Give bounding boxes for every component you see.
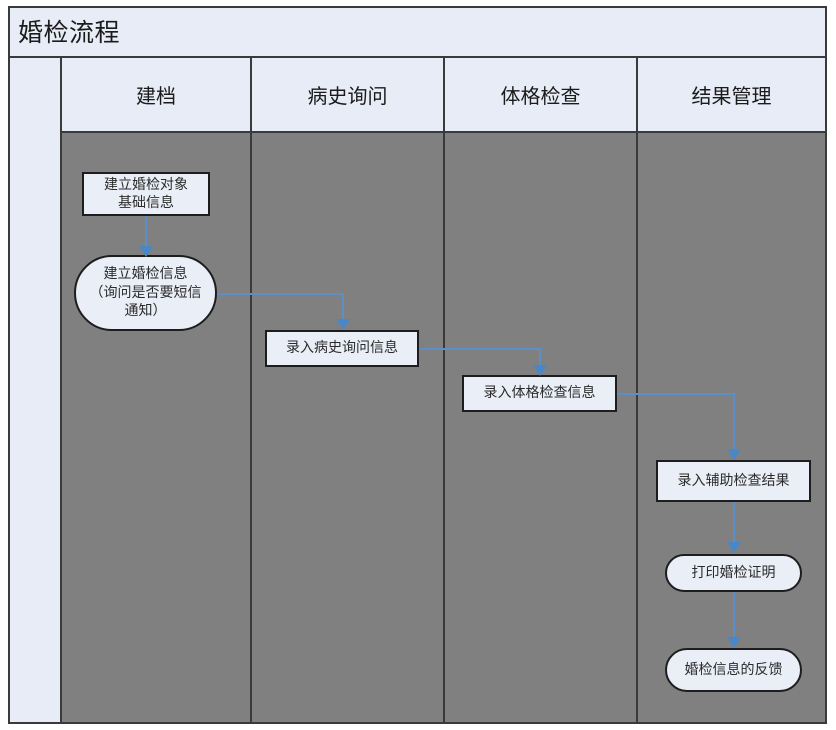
node-create-basic-info[interactable]: 建立婚检对象 基础信息 xyxy=(82,172,210,216)
connector-n3-n4-horizontal xyxy=(419,348,541,350)
connector-n5-n6-vertical xyxy=(733,502,735,542)
lane-label-1: 建档 xyxy=(136,84,176,108)
node-enter-auxiliary-results[interactable]: 录入辅助检查结果 xyxy=(656,460,811,502)
lane-body-jiandang xyxy=(62,133,252,722)
node-label-n7: 婚检信息的反馈 xyxy=(684,661,783,678)
node-create-marriage-exam-info[interactable]: 建立婚检信息 （询问是否要短信 通知） xyxy=(74,255,217,331)
lane-header-tige: 体格检查 xyxy=(445,58,638,133)
node-label-n3: 录入病史询问信息 xyxy=(286,340,398,357)
connector-n2-n3-vertical xyxy=(342,293,344,321)
node-label-n1: 建立婚检对象 基础信息 xyxy=(104,176,188,211)
node-label-n4: 录入体格检查信息 xyxy=(483,385,596,402)
lane-header-bingshi: 病史询问 xyxy=(252,58,445,133)
lane-body-spacer xyxy=(10,133,62,722)
node-enter-physical-exam[interactable]: 录入体格检查信息 xyxy=(462,375,617,412)
lane-body-jieguo xyxy=(638,133,825,722)
page-title: 婚检流程 xyxy=(18,17,121,47)
lane-body-bingshi xyxy=(252,133,445,722)
connector-n4-n5-vertical xyxy=(733,393,735,449)
lane-header-jiandang: 建档 xyxy=(62,58,252,133)
connector-n6-n7-vertical xyxy=(733,592,735,638)
lane-label-4: 结果管理 xyxy=(691,84,772,108)
lane-label-3: 体格检查 xyxy=(500,84,581,108)
node-print-certificate[interactable]: 打印婚检证明 xyxy=(665,554,802,592)
connector-n2-n3-horizontal xyxy=(217,293,344,295)
arrowhead-n5-n6 xyxy=(727,542,741,553)
node-label-n6: 打印婚检证明 xyxy=(691,564,776,581)
lane-body-tige xyxy=(445,133,638,722)
node-enter-medical-history[interactable]: 录入病史询问信息 xyxy=(265,330,419,367)
node-label-n5: 录入辅助检查结果 xyxy=(677,472,790,489)
connector-n4-n5-horizontal xyxy=(617,393,735,395)
lane-header-spacer xyxy=(10,58,62,133)
arrowhead-n3-n4 xyxy=(533,365,547,376)
diagram-title-bar: 婚检流程 xyxy=(8,6,827,58)
arrowhead-n2-n3 xyxy=(336,319,350,330)
node-feedback[interactable]: 婚检信息的反馈 xyxy=(665,648,802,692)
arrowhead-n6-n7 xyxy=(727,637,741,648)
arrowhead-n1-n2 xyxy=(139,246,153,257)
arrowhead-n4-n5 xyxy=(727,449,741,460)
connector-n3-n4-vertical xyxy=(539,348,541,368)
node-label-n2: 建立婚检信息 （询问是否要短信 通知） xyxy=(89,266,202,320)
lane-label-2: 病史询问 xyxy=(307,84,388,108)
connector-n1-n2 xyxy=(145,216,147,250)
lane-header-jieguo: 结果管理 xyxy=(638,58,825,133)
